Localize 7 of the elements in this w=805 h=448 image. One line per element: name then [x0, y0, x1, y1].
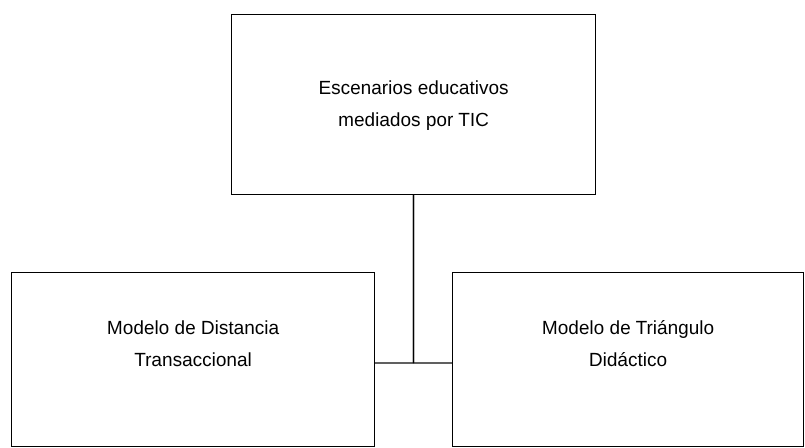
process-box: [231, 14, 596, 195]
connector-line: [412, 195, 452, 364]
process-box: [452, 272, 804, 447]
box-label: Modelo de Triángulo Didáctico: [540, 317, 716, 372]
box-label: Modelo de Distancia Transaccional: [106, 317, 280, 372]
box-label: Escenarios educativos mediados por TIC: [317, 77, 510, 132]
process-box: [11, 272, 375, 447]
